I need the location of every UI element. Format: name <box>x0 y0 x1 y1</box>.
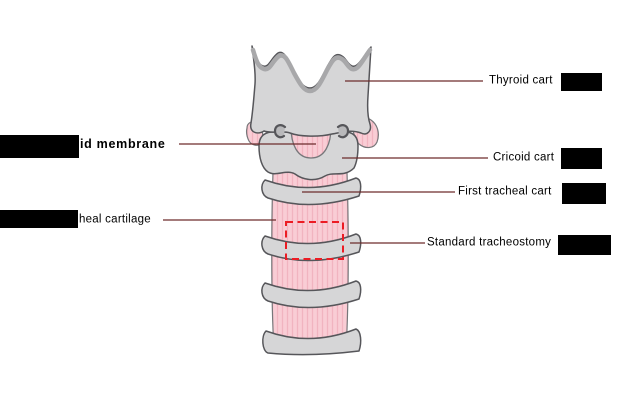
label-cricoid-cartilage: Cricoid cart <box>493 151 555 164</box>
tracheal-ring-4 <box>262 328 362 356</box>
redaction-box-first-tracheal-cartilage <box>562 183 606 204</box>
label-first-tracheal-cartilage: First tracheal cart <box>458 185 552 198</box>
tracheostomy-site-box <box>285 221 344 260</box>
thyroid-superior-rim <box>250 47 373 94</box>
label-thyroid-cartilage: Thyroid cart <box>489 74 553 87</box>
tracheal-ring-1 <box>261 177 362 206</box>
redaction-box-cricothyroid-membrane <box>0 135 79 158</box>
label-cricothyroid-membrane: id membrane <box>80 136 166 151</box>
tracheal-ring-3 <box>261 280 362 309</box>
redaction-box-standard-tracheostomy <box>558 235 611 255</box>
label-standard-tracheostomy: Standard tracheostomy <box>427 236 552 249</box>
thyroid-inferior-horn-right <box>336 124 350 139</box>
redaction-box-tracheal-cartilage <box>0 210 78 228</box>
thyroid-inferior-horn-left <box>273 124 287 139</box>
label-tracheal-cartilage: heal cartilage <box>79 213 151 226</box>
redaction-box-cricoid-cartilage <box>561 148 602 169</box>
redaction-box-thyroid-cartilage <box>561 73 602 91</box>
